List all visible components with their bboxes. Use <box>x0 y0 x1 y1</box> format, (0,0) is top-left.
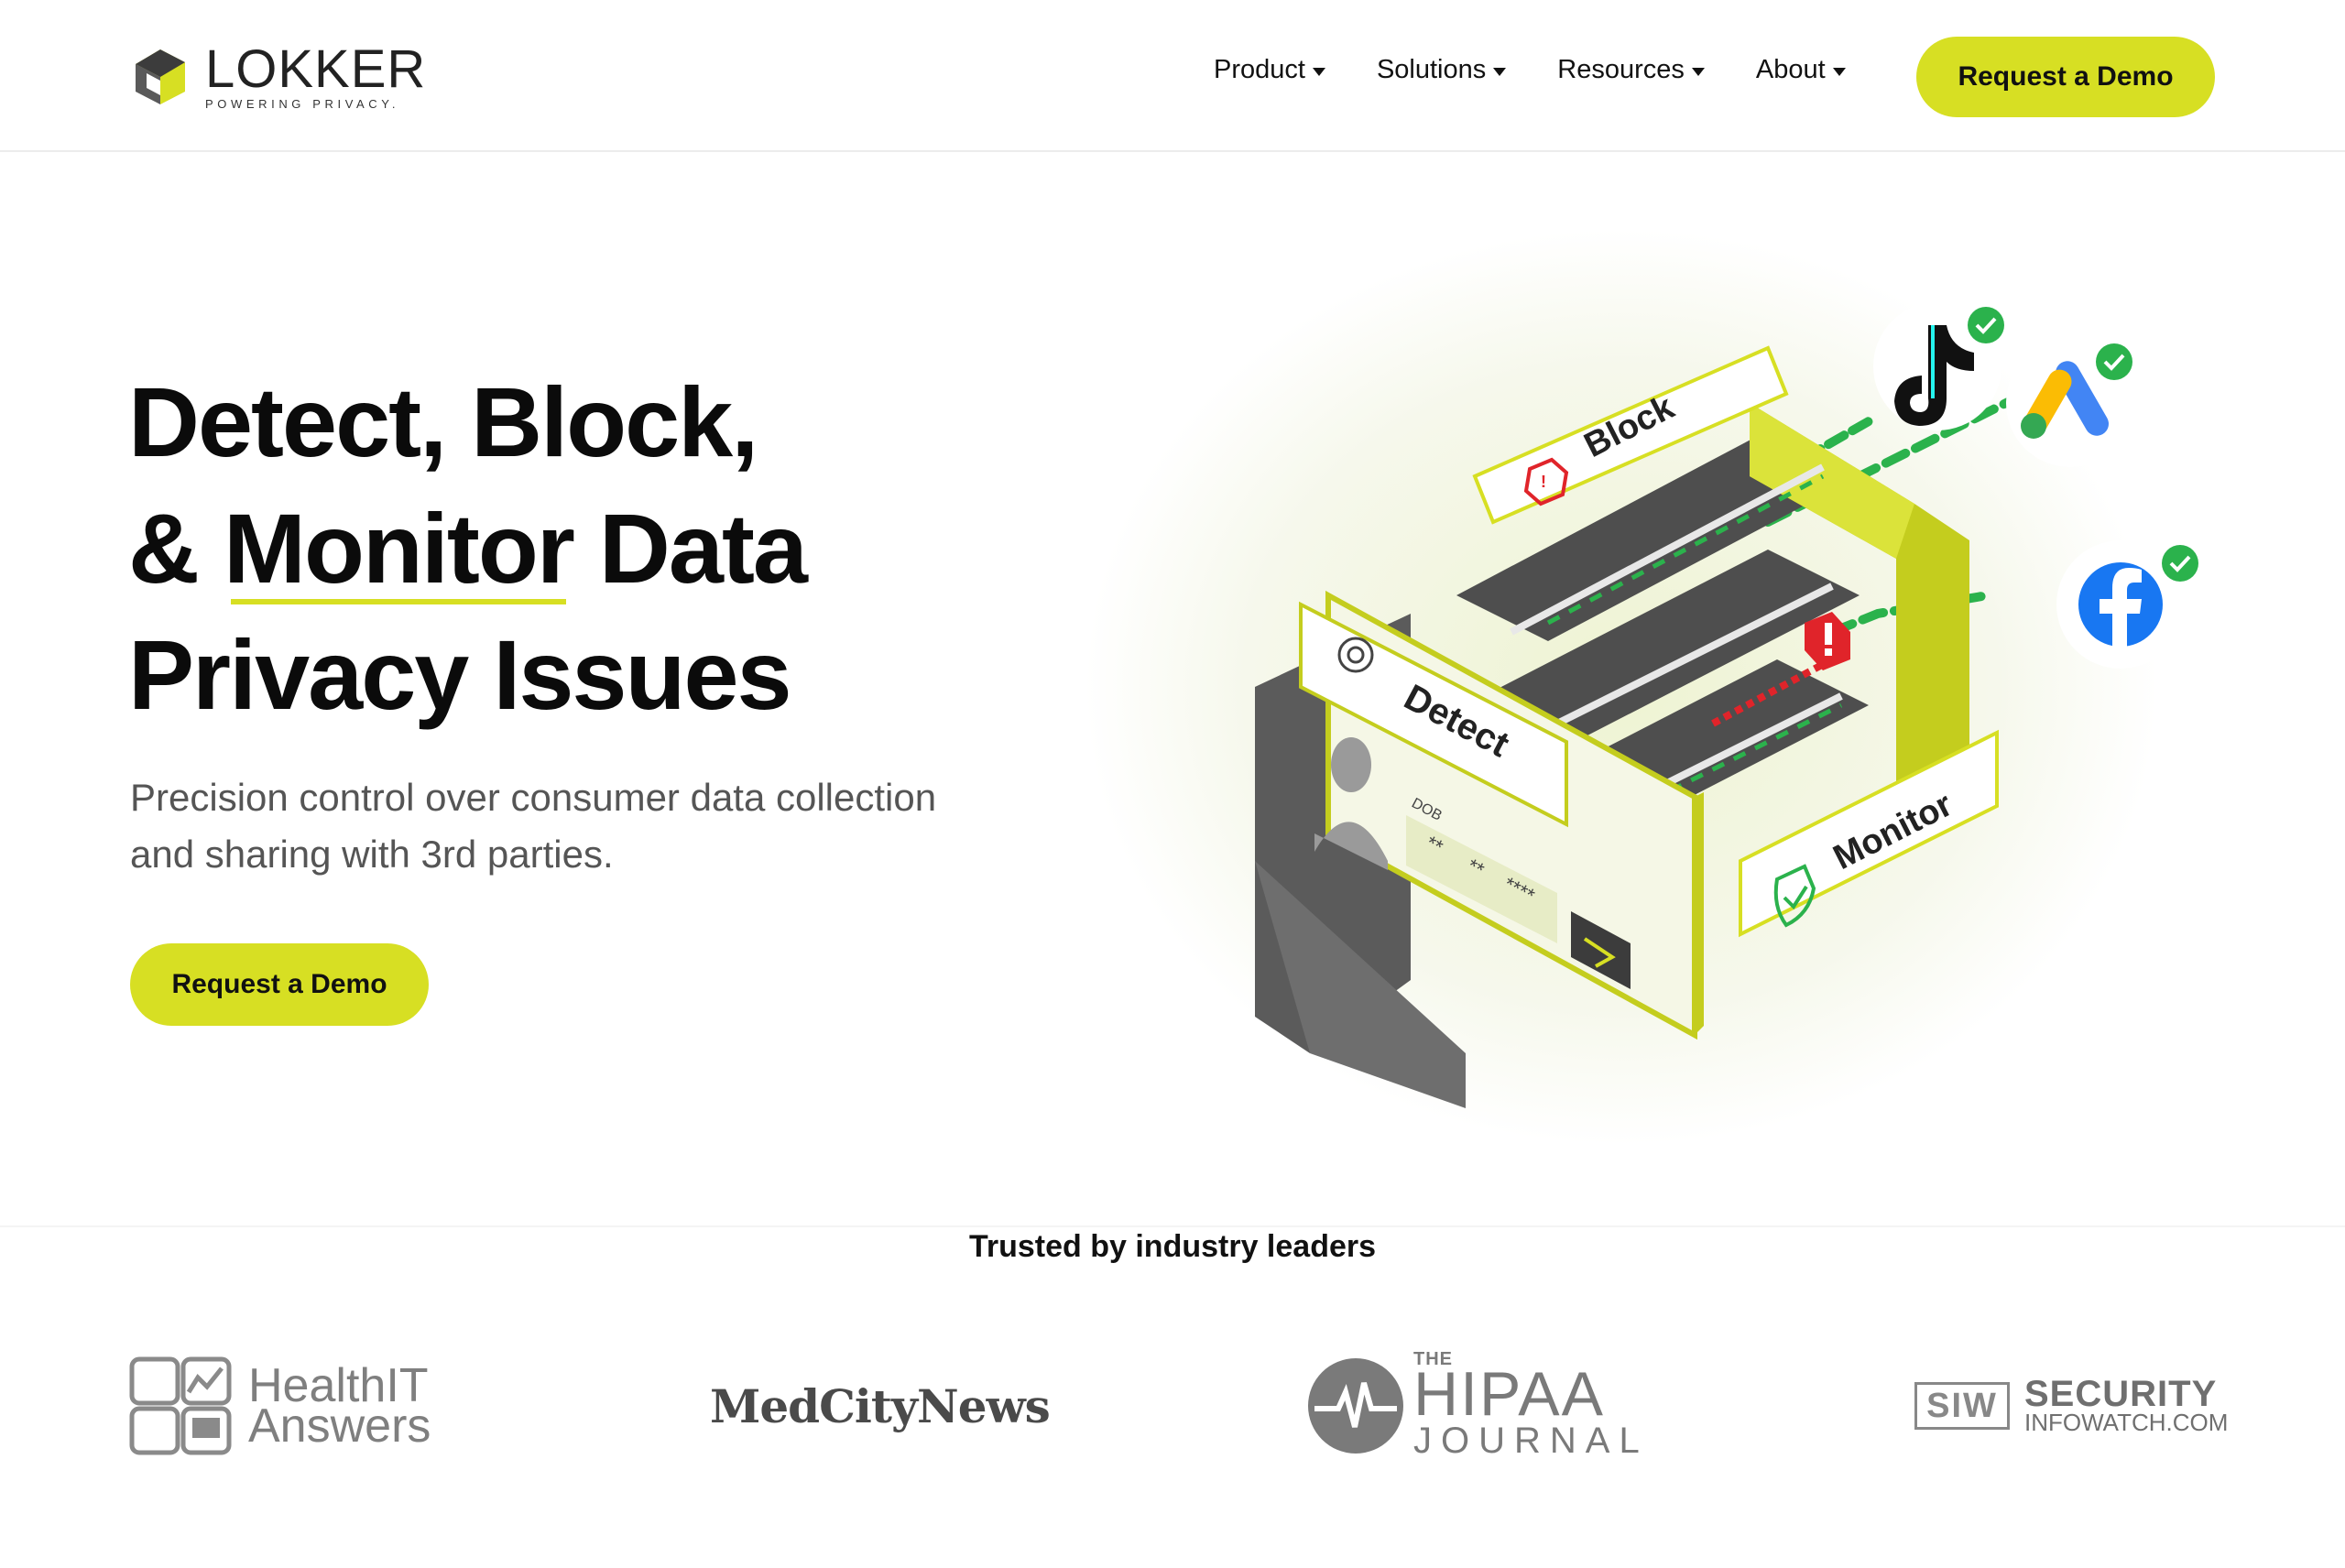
nav-item-label: Resources <box>1557 55 1685 84</box>
target-icon <box>1337 637 1374 673</box>
lokker-logo[interactable]: LOKKER POWERING PRIVACY. <box>128 39 427 111</box>
slab-top <box>1456 430 1860 641</box>
nav-item-product[interactable]: Product <box>1214 55 1325 85</box>
tiktok-icon <box>1873 302 2004 430</box>
nav-item-label: About <box>1755 55 1826 84</box>
blocked-data-stream <box>1711 656 1834 727</box>
request-demo-hero-button[interactable]: Request a Demo <box>130 943 429 1026</box>
security-main: SECURITY <box>2024 1374 2218 1414</box>
caret-down-icon <box>1312 67 1325 76</box>
dob-field <box>1406 815 1557 943</box>
nav-item-solutions[interactable]: Solutions <box>1376 55 1507 85</box>
block-card <box>1472 345 1789 525</box>
request-demo-header-button[interactable]: Request a Demo <box>1916 37 2215 117</box>
nav-item-label: Product <box>1214 55 1305 84</box>
site-header: LOKKER POWERING PRIVACY. Product Solutio… <box>0 0 2345 152</box>
heartbeat-icon <box>1308 1358 1403 1454</box>
hero-title-monitor: Monitor <box>224 485 575 612</box>
logo-wordmark: LOKKER <box>205 39 427 99</box>
hero-title-data: Data <box>573 493 808 604</box>
person-icon <box>1314 737 1388 870</box>
svg-text:!: ! <box>1541 473 1546 491</box>
nav-item-about[interactable]: About <box>1756 55 1846 85</box>
healthit-line-2: Answers <box>248 1399 431 1453</box>
shield-check-icon <box>1773 864 1816 928</box>
google-ads-icon <box>2006 339 2134 467</box>
hero-title-line-1: Detect, Block, <box>128 366 758 477</box>
hipaa-main: HIPAA <box>1413 1359 1606 1429</box>
hero-title-ampersand: & <box>128 493 224 604</box>
arrow-right-icon <box>1583 937 1616 968</box>
caret-down-icon <box>1691 67 1705 76</box>
nav-item-label: Solutions <box>1376 55 1487 84</box>
hero-title-line-2: & Monitor Data <box>128 485 808 612</box>
logo-tagline: POWERING PRIVACY. <box>205 97 400 111</box>
lokker-cube-icon <box>136 49 185 104</box>
healthit-line-1: HealthIT <box>248 1359 429 1412</box>
partner-medcity-news[interactable]: MedCityNews <box>710 1346 1051 1465</box>
hero-subtitle: Precision control over consumer data col… <box>130 776 937 876</box>
partner-hipaa-journal[interactable]: THE HIPAA JOURNAL <box>1305 1346 1649 1465</box>
siw-logo-box: SIW <box>1914 1382 2010 1430</box>
partner-security-infowatch[interactable]: SIW SECURITY INFOWATCH.COM <box>1914 1346 2228 1465</box>
hero-title-line-3: Privacy Issues <box>128 619 792 730</box>
hero-illustration: Detect DOB ** ** **** ! Block Monitor <box>1085 229 2198 1145</box>
detect-label-card <box>1299 601 1568 828</box>
hipaa-sub: JOURNAL <box>1413 1421 1649 1461</box>
monitor-card <box>1739 729 1999 938</box>
medcity-logo-text: MedCityNews <box>710 1378 1051 1433</box>
security-sub: INFOWATCH.COM <box>2024 1409 2229 1436</box>
hipaa-the: THE <box>1413 1349 1453 1369</box>
stop-sign-icon: ! <box>1523 457 1569 506</box>
trusted-section <box>0 1225 2345 1568</box>
healthit-icon-grid <box>129 1356 232 1455</box>
hero-title: Detect, Block, & Monitor Data Privacy Is… <box>128 359 808 738</box>
caret-down-icon <box>1832 67 1846 76</box>
facebook-icon <box>2056 540 2198 669</box>
alert-icon <box>1805 612 1850 670</box>
partner-healthit-answers[interactable]: HealthIT Answers <box>128 1346 431 1465</box>
nav-item-resources[interactable]: Resources <box>1557 55 1705 85</box>
main-nav: Product Solutions Resources About <box>1214 55 1897 85</box>
trusted-title: Trusted by industry leaders <box>968 1229 1377 1264</box>
caret-down-icon <box>1493 67 1507 76</box>
slab-middle <box>1466 550 1860 751</box>
